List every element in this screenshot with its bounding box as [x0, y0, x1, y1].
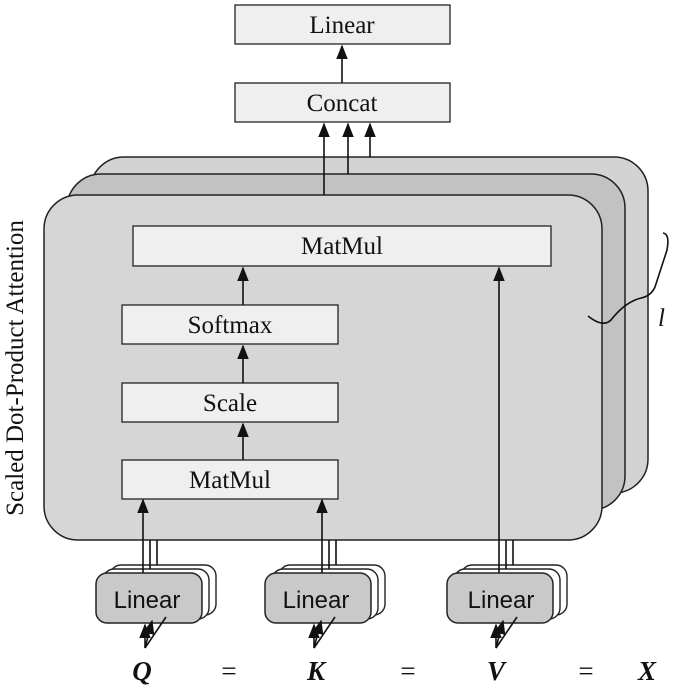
q-linear-stack: Linear	[95, 564, 217, 624]
equals-sign-1: =	[221, 656, 236, 686]
matmul-bottom-block: MatMul	[121, 459, 339, 500]
softmax-block: Softmax	[121, 304, 339, 345]
heads-brace	[587, 232, 669, 324]
v-linear-label: Linear	[468, 587, 535, 614]
matmul-top-label: MatMul	[301, 233, 383, 260]
equals-sign-3: =	[578, 656, 593, 686]
v-input-arrows	[490, 616, 518, 649]
k-input-arrows	[308, 616, 336, 649]
side-label: Scaled Dot-Product Attention	[2, 220, 29, 516]
softmax-label: Softmax	[188, 312, 273, 339]
k-symbol: K	[306, 656, 327, 686]
q-linear-label: Linear	[114, 587, 181, 614]
k-linear-label: Linear	[283, 587, 350, 614]
v-linear-stack: Linear	[446, 564, 568, 624]
scale-block: Scale	[121, 382, 339, 423]
q-projection-lines	[137, 498, 158, 573]
scale-label: Scale	[203, 390, 257, 417]
v-symbol: V	[487, 656, 507, 686]
equals-sign-2: =	[400, 656, 415, 686]
v-projection-lines	[498, 540, 514, 573]
concat-label: Concat	[307, 90, 378, 117]
q-symbol: Q	[132, 656, 152, 686]
heads-count-label: l	[658, 305, 665, 332]
matmul-top-block: MatMul	[132, 225, 552, 267]
top-linear-block: Linear	[234, 4, 451, 45]
attention-panel-front	[43, 194, 603, 541]
k-linear-stack: Linear	[264, 564, 386, 624]
q-input-arrows	[139, 616, 167, 649]
top-linear-label: Linear	[309, 12, 375, 39]
concat-block: Concat	[234, 82, 451, 123]
matmul-bottom-label: MatMul	[189, 467, 271, 494]
x-symbol: X	[637, 656, 657, 686]
k-projection-lines	[316, 498, 337, 573]
